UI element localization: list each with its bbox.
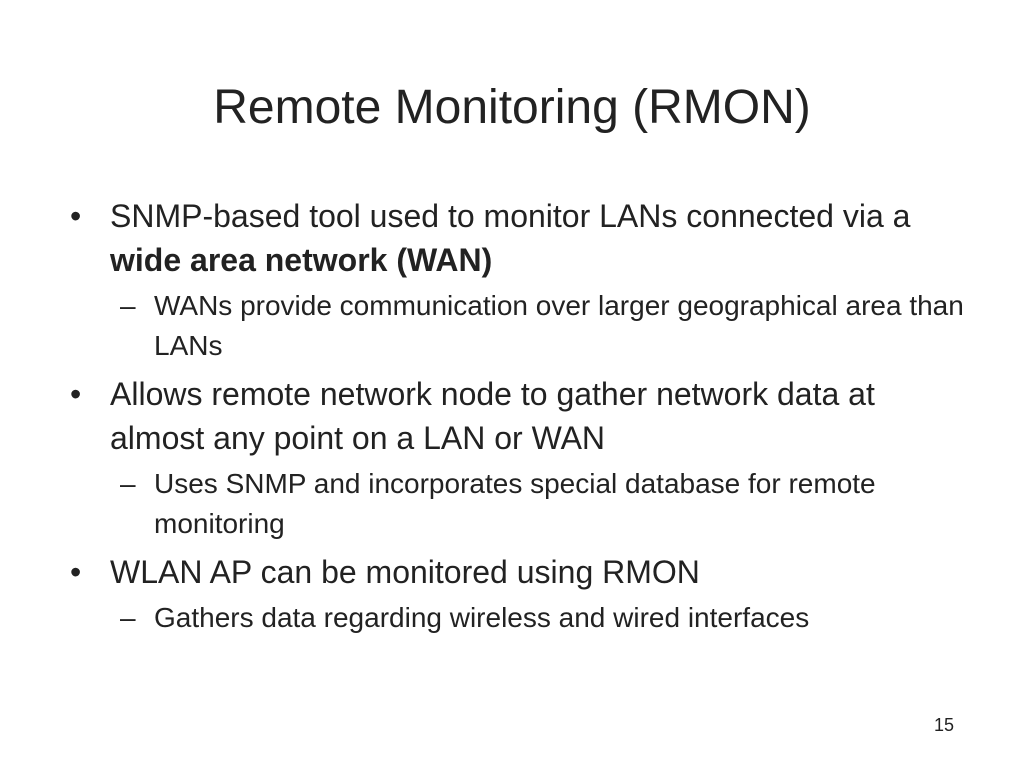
bullet-text: WLAN AP can be monitored using RMON — [110, 554, 700, 590]
sub-bullet-marker: – — [120, 468, 136, 499]
slide-content: • SNMP-based tool used to monitor LANs c… — [70, 194, 970, 644]
sub-bullet-item: – WANs provide communication over larger… — [70, 286, 970, 366]
bullet-marker: • — [70, 198, 82, 234]
bullet-item: • Allows remote network node to gather n… — [70, 372, 970, 460]
sub-bullet-text: WANs provide communication over larger g… — [154, 290, 964, 361]
sub-bullet-item: – Uses SNMP and incorporates special dat… — [70, 464, 970, 544]
sub-bullet-text: Gathers data regarding wireless and wire… — [154, 602, 810, 633]
bullet-marker: • — [70, 554, 82, 590]
bullet-item: • SNMP-based tool used to monitor LANs c… — [70, 194, 970, 282]
sub-bullet-marker: – — [120, 602, 136, 633]
sub-bullet-text: Uses SNMP and incorporates special datab… — [154, 468, 876, 539]
bullet-text: SNMP-based tool used to monitor LANs con… — [110, 198, 911, 234]
sub-bullet-marker: – — [120, 290, 136, 321]
bullet-text: Allows remote network node to gather net… — [110, 376, 875, 456]
sub-bullet-item: – Gathers data regarding wireless and wi… — [70, 598, 970, 638]
bullet-marker: • — [70, 376, 82, 412]
slide-title: Remote Monitoring (RMON) — [213, 81, 811, 134]
page-number: 15 — [933, 715, 954, 735]
bullet-item: • WLAN AP can be monitored using RMON — [70, 550, 970, 594]
bullet-text-bold: wide area network (WAN) — [110, 242, 493, 278]
